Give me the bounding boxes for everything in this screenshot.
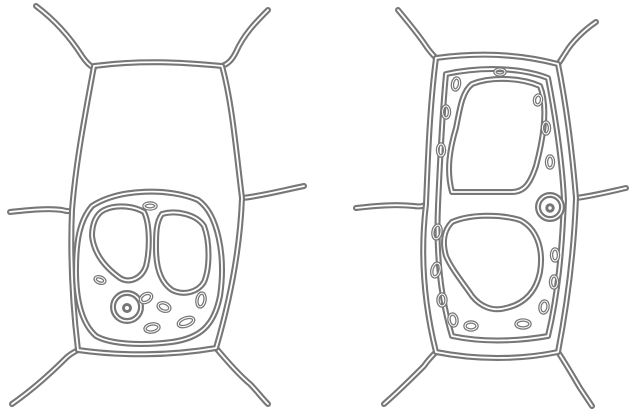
right-wall-top-right [558,22,596,64]
right-vacuole-lower [444,216,541,310]
left-wall-top-left [36,6,94,68]
right-nucleolus [547,205,553,211]
left-vacuole-left [92,206,149,280]
left-nucleolus [124,305,131,312]
left-wall-top-right [222,10,268,66]
left-nucleus [113,293,141,321]
left-cell-panel [10,6,304,404]
right-cell-panel [356,10,626,406]
right-nucleus [538,195,562,219]
